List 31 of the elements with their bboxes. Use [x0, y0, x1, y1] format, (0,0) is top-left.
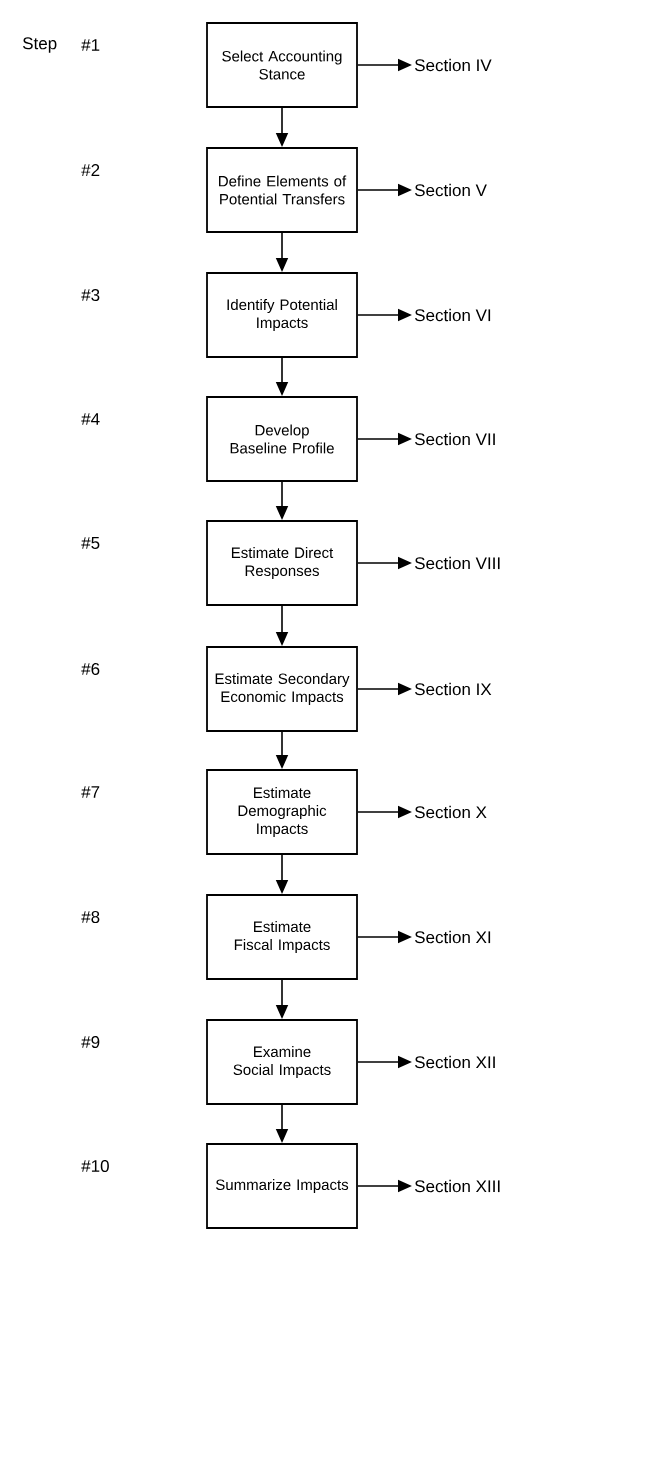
step-number: #6 — [81, 663, 100, 676]
section-reference: Section XII — [414, 1055, 495, 1069]
process-box: Estimate Secondary Economic Impacts — [206, 646, 358, 732]
step-number: #7 — [81, 786, 100, 798]
process-box: Identify Potential Impacts — [206, 272, 358, 358]
process-box: Select Accounting Stance — [206, 22, 358, 108]
process-box: Estimate Demographic Impacts — [206, 769, 358, 855]
step-number: #3 — [81, 289, 100, 302]
process-box: Define Elements of Potential Transfers — [206, 147, 358, 233]
section-reference: Section IV — [414, 58, 492, 72]
section-reference: Section IX — [414, 682, 492, 696]
section-reference: Section XIII — [414, 1179, 500, 1193]
process-box: Develop Baseline Profile — [206, 396, 358, 482]
process-box: Estimate Fiscal Impacts — [206, 894, 358, 980]
process-box: Examine Social Impacts — [206, 1019, 358, 1105]
step-number: #2 — [81, 164, 100, 176]
section-reference: Section VII — [414, 432, 495, 446]
step-number: #9 — [81, 1036, 100, 1049]
step-label: Step — [22, 37, 57, 53]
section-reference: Section XI — [414, 930, 491, 944]
step-number: #8 — [81, 911, 100, 924]
step-number: #1 — [81, 39, 100, 51]
process-box: Summarize Impacts — [206, 1143, 358, 1229]
section-reference: Section VIII — [414, 556, 500, 570]
step-number: #5 — [81, 537, 100, 549]
process-box: Estimate Direct Responses — [206, 520, 358, 606]
section-reference: Section VI — [414, 308, 491, 322]
step-number: #4 — [81, 413, 100, 425]
step-number: #10 — [81, 1160, 109, 1173]
section-reference: Section X — [414, 805, 487, 819]
section-reference: Section V — [414, 183, 487, 197]
